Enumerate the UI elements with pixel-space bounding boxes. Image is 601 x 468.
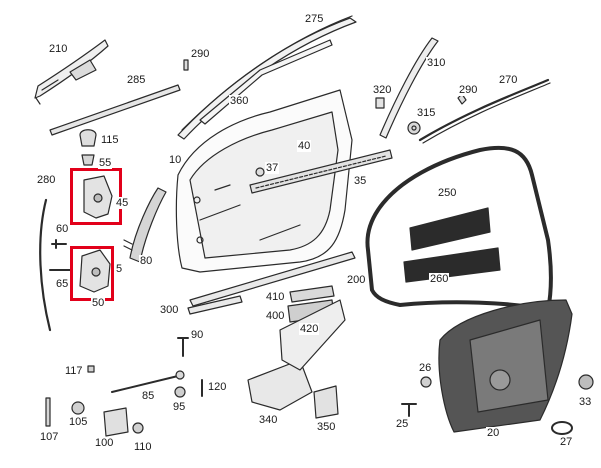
part-33-plug [578, 374, 594, 390]
callout-360: 360 [229, 95, 250, 107]
callout-45: 45 [115, 197, 130, 209]
callout-20: 20 [486, 427, 501, 439]
callout-110: 110 [133, 441, 153, 453]
callout-260: 260 [429, 273, 450, 285]
part-320-stud [375, 97, 385, 109]
part-350-speaker-bracket [313, 385, 339, 419]
part-90-bolt [177, 337, 189, 357]
part-40-belt-reinforcement [249, 149, 393, 194]
part-200-lower-seal [189, 251, 356, 307]
callout-26: 26 [418, 362, 433, 374]
part-37-screw [255, 167, 265, 177]
callout-35: 35 [353, 175, 368, 187]
part-290-clip [183, 59, 189, 71]
callout-80: 80 [139, 255, 154, 267]
part-210-mirror-trim [34, 39, 109, 105]
part-410-handle [289, 285, 335, 303]
part-280-rod [39, 198, 52, 332]
callout-95: 95 [172, 401, 187, 413]
part-55-bolt [81, 154, 95, 166]
part-95-bushing [174, 386, 186, 398]
part-45-upper-hinge [83, 175, 113, 219]
callout-340: 340 [258, 414, 279, 426]
callout-85: 85 [141, 390, 156, 402]
callout-100: 100 [94, 437, 115, 449]
callout-120: 120 [207, 381, 228, 393]
callout-65: 65 [55, 278, 70, 290]
part-27-seal-ring [551, 421, 573, 435]
part-360-window-channel [199, 39, 333, 125]
callout-200: 200 [346, 274, 367, 286]
callout-420: 420 [299, 323, 320, 335]
part-300-door-sill-strip [187, 295, 243, 315]
callout-275: 275 [304, 13, 325, 25]
part-115-hinge-cap [79, 129, 97, 147]
callout-5: 5 [115, 263, 124, 275]
part-285-belt-moulding [49, 84, 181, 136]
callout-25: 25 [395, 418, 410, 430]
callout-27: 27 [559, 436, 574, 448]
callout-33: 33 [578, 396, 593, 408]
part-117-clip [87, 365, 95, 373]
part-20-regulator-carrier [438, 299, 573, 433]
callout-270: 270 [498, 74, 519, 86]
callout-300: 300 [159, 304, 180, 316]
part-80-door-check [123, 187, 167, 263]
part-5-lower-hinge [49, 249, 111, 293]
callout-105: 105 [68, 416, 89, 428]
callout-310: 310 [426, 57, 447, 69]
callout-37: 37 [265, 162, 280, 174]
callout-107: 107 [39, 431, 60, 443]
part-270-outer-seal [418, 78, 551, 144]
callout-55: 55 [98, 157, 113, 169]
part-105-grommet [71, 401, 85, 415]
callout-285: 285 [126, 74, 147, 86]
callout-290: 290 [458, 84, 479, 96]
part-100-bracket [103, 407, 129, 437]
callout-350: 350 [316, 421, 337, 433]
callout-117: 117 [64, 365, 84, 377]
part-107-rod [45, 397, 51, 427]
callout-10: 10 [168, 154, 183, 166]
callout-280: 280 [36, 174, 57, 186]
callout-250: 250 [437, 187, 458, 199]
part-25-bolt [401, 403, 417, 417]
callout-315: 315 [416, 107, 437, 119]
part-250-insulation-pad [409, 207, 491, 251]
callout-90: 90 [190, 329, 205, 341]
callout-320: 320 [372, 84, 393, 96]
highlight-upper-hinge [70, 168, 122, 225]
part-interior-trim-strip [279, 299, 346, 371]
callout-210: 210 [48, 43, 69, 55]
callout-40: 40 [297, 140, 312, 152]
part-310-rear-channel [379, 37, 439, 139]
callout-410: 410 [265, 291, 286, 303]
part-26-screw [420, 376, 432, 388]
part-85-linkage-rod [111, 370, 185, 393]
part-110-nut [132, 422, 144, 434]
callout-50: 50 [91, 297, 106, 309]
part-60-bolt [51, 239, 67, 249]
part-315-nut [407, 121, 421, 135]
callout-115: 115 [100, 134, 120, 146]
callout-290: 290 [190, 48, 211, 60]
callout-400: 400 [265, 310, 286, 322]
callout-60: 60 [55, 223, 70, 235]
highlight-lower-hinge [70, 246, 114, 301]
part-260-insulation-pad [403, 247, 501, 283]
